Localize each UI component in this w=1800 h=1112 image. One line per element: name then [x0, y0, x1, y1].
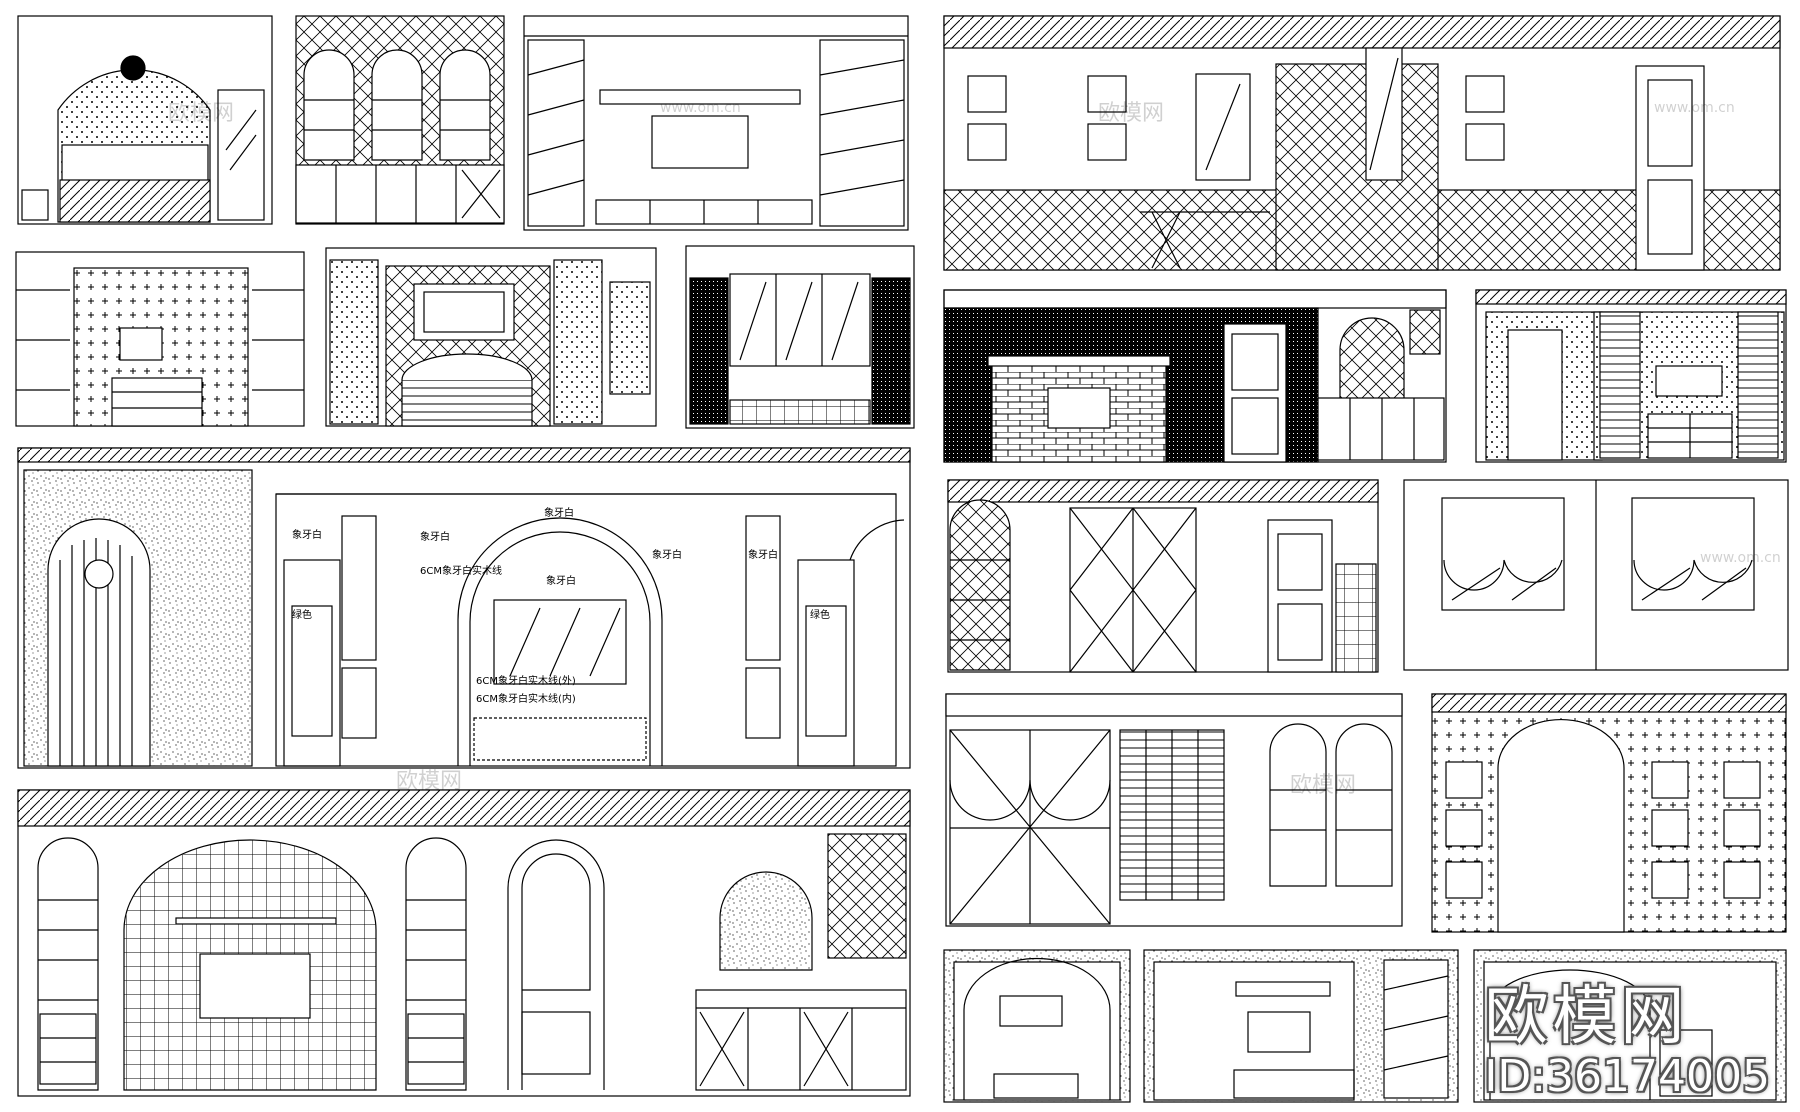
elevation-small-door — [1473, 949, 1787, 1103]
elevation-living-tiles — [17, 789, 911, 1097]
faint-watermarks: 欧模网 www.om.cn 欧模网 www.om.cn 欧模网 欧模网 www.… — [168, 100, 1781, 798]
callout-wood-out: 6CM象牙白实木线(外) — [476, 674, 576, 687]
watermark-site-4: 欧模网 — [1290, 773, 1356, 798]
elevation-bedroom-framed — [325, 247, 657, 427]
callout-ivory-1: 象牙白 — [292, 528, 322, 541]
elevation-bedroom-arch — [17, 15, 273, 225]
elevation-tv-wall-plus — [15, 251, 305, 427]
brand-watermark: 欧模网 ID:36174005 — [1484, 965, 1770, 1102]
elevation-bathroom — [943, 15, 1781, 271]
callout-green-2: 绿色 — [810, 608, 830, 621]
brand-logo: 欧模网 — [1484, 980, 1689, 1054]
callout-ivory-2: 象牙白 — [544, 506, 574, 519]
model-id: ID:36174005 — [1484, 1051, 1770, 1102]
elevation-fireplace — [943, 289, 1447, 463]
callout-green-1: 绿色 — [292, 608, 312, 621]
elevation-lattice-doors — [947, 479, 1379, 673]
watermark-url-1: www.om.cn — [660, 100, 741, 116]
elevation-living-arch — [17, 447, 911, 769]
callout-ivory-4: 象牙白 — [546, 574, 576, 587]
elevation-niche-wall — [1431, 693, 1787, 933]
watermark-url-3: www.om.cn — [1700, 550, 1781, 566]
callout-wood-in: 6CM象牙白实木线(内) — [476, 692, 576, 705]
callout-wood-6cm: 6CM象牙白实木线 — [420, 564, 502, 577]
elevation-roman-blinds — [1403, 479, 1789, 671]
elevation-tv-wall-shelves — [523, 15, 909, 231]
elevation-small-tv — [1143, 949, 1459, 1103]
elevation-window-wall — [685, 245, 915, 429]
elevation-screen-niches — [945, 693, 1403, 927]
elevation-small-bedroom — [943, 949, 1131, 1103]
watermark-site-2: 欧模网 — [1098, 101, 1164, 126]
watermark-site-1: 欧模网 — [168, 101, 234, 126]
callout-ivory-6: 象牙白 — [748, 548, 778, 561]
elevation-wardrobe-louver — [1475, 289, 1787, 463]
callout-ivory-5: 象牙白 — [652, 548, 682, 561]
elevation-bookcase-arches — [295, 15, 505, 225]
watermark-site-3: 欧模网 — [396, 769, 462, 794]
watermark-url-2: www.om.cn — [1654, 100, 1735, 116]
callout-ivory-3: 象牙白 — [420, 530, 450, 543]
material-callouts: 象牙白 绿色 象牙白 象牙白 6CM象牙白实木线 象牙白 象牙白 象牙白 绿色 … — [292, 506, 830, 705]
